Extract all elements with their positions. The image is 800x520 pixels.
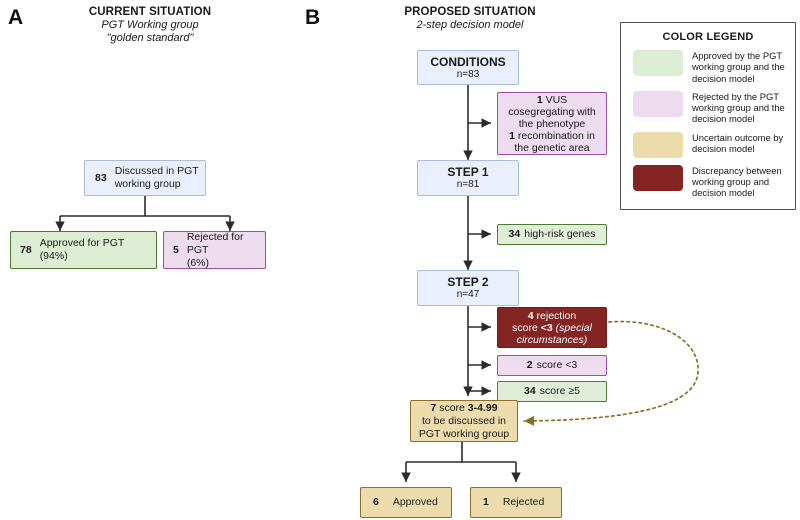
approved-pct: (94%) bbox=[39, 250, 68, 262]
panel-b-letter: B bbox=[305, 6, 321, 29]
vus-text-1: VUS bbox=[545, 93, 568, 106]
legend-swatch-darkred bbox=[633, 164, 683, 191]
box-step-2[interactable]: STEP 2 n=47 bbox=[417, 270, 519, 306]
final-rejected-label: Rejected bbox=[502, 496, 545, 508]
step2-title: STEP 2 bbox=[447, 275, 489, 289]
box-step-1[interactable]: STEP 1 n=81 bbox=[417, 160, 519, 196]
panel-b-subtitle: 2-step decision model bbox=[416, 19, 524, 31]
panel-a-subtitle-1: PGT Working group bbox=[101, 19, 199, 31]
final-approved-count: 6 bbox=[373, 496, 379, 508]
legend-text-approved: Approved by the PGT working group and th… bbox=[692, 50, 785, 84]
score-lt3-label: score <3 bbox=[536, 359, 578, 371]
legend-title: COLOR LEGEND bbox=[662, 31, 754, 43]
legend-item-rejected: Rejected by the PGT working group and th… bbox=[633, 90, 788, 125]
uncertain-line3: PGT working group bbox=[418, 427, 510, 440]
box-uncertain-to-be-discussed[interactable]: 7 score 3-4.99 to be discussed in PGT wo… bbox=[410, 400, 518, 442]
box-vus-cosegregating[interactable]: 1 VUS cosegregating with the phenotype 1… bbox=[497, 92, 607, 155]
panel-a-header: CURRENT SITUATION PGT Working group "gol… bbox=[45, 6, 255, 45]
vus-count-1: 1 bbox=[536, 93, 543, 106]
vus-text-5: the genetic area bbox=[514, 141, 590, 154]
score-ge5-label: score ≥5 bbox=[539, 385, 580, 397]
legend-text-uncertain: Uncertain outcome by decision model bbox=[692, 131, 784, 155]
vus-count-2: 1 bbox=[509, 129, 515, 142]
legend-swatch-pink bbox=[633, 90, 683, 117]
panel-a-letter: A bbox=[8, 6, 24, 29]
box-final-approved[interactable]: 6 Approved bbox=[360, 487, 452, 518]
color-legend: COLOR LEGEND Approved by the PGT working… bbox=[620, 22, 796, 210]
score-ge5-count: 34 bbox=[524, 385, 536, 397]
approved-count: 78 bbox=[20, 243, 32, 256]
box-approved-for-pgt[interactable]: 78 Approved for PGT (94%) bbox=[10, 231, 157, 269]
legend-text-discrepancy: Discrepancy between working group and de… bbox=[692, 164, 782, 199]
step2-n: n=47 bbox=[456, 289, 480, 300]
rejected-pct: (6%) bbox=[186, 256, 210, 269]
uncertain-score-prefix: score bbox=[439, 401, 465, 414]
high-risk-count: 34 bbox=[508, 228, 521, 240]
rejection-note-close: circumstances) bbox=[516, 333, 588, 346]
legend-item-discrepancy: Discrepancy between working group and de… bbox=[633, 164, 788, 199]
step1-n: n=81 bbox=[456, 179, 480, 190]
box-high-risk-genes[interactable]: 34 high-risk genes bbox=[497, 224, 607, 245]
uncertain-count: 7 bbox=[430, 401, 437, 414]
discussed-label-2: working group bbox=[114, 178, 181, 190]
box-final-rejected[interactable]: 1 Rejected bbox=[470, 487, 562, 518]
approved-label: Approved for PGT bbox=[39, 237, 125, 249]
rejection-score-prefix: score bbox=[512, 321, 538, 334]
box-discussed-in-pgt[interactable]: 83 Discussed in PGT working group bbox=[84, 160, 206, 196]
final-rejected-count: 1 bbox=[483, 496, 489, 508]
rejected-count: 5 bbox=[173, 243, 179, 256]
final-approved-label: Approved bbox=[392, 496, 438, 508]
rejection-line1: rejection bbox=[536, 309, 577, 322]
conditions-n: n=83 bbox=[456, 68, 480, 80]
box-score-ge-5[interactable]: 34 score ≥5 bbox=[497, 381, 607, 402]
legend-item-approved: Approved by the PGT working group and th… bbox=[633, 50, 788, 84]
step1-title: STEP 1 bbox=[447, 165, 489, 179]
vus-text-3: the phenotype bbox=[518, 117, 586, 130]
panel-a-title: CURRENT SITUATION bbox=[88, 6, 212, 18]
vus-text-4: recombination in bbox=[517, 129, 595, 142]
panel-b-header: PROPOSED SITUATION 2-step decision model bbox=[355, 6, 585, 32]
legend-swatch-green bbox=[633, 50, 683, 76]
box-conditions[interactable]: CONDITIONS n=83 bbox=[417, 50, 519, 85]
rejection-count: 4 bbox=[527, 309, 534, 322]
legend-swatch-tan bbox=[633, 131, 683, 158]
box-rejected-for-pgt[interactable]: 5 Rejected for PGT (6%) bbox=[163, 231, 266, 269]
vus-text-2: cosegregating with bbox=[508, 105, 596, 118]
legend-text-rejected: Rejected by the PGT working group and th… bbox=[692, 90, 785, 125]
uncertain-score-range: 3-4.99 bbox=[467, 401, 498, 414]
rejection-score-value: <3 bbox=[540, 321, 553, 334]
high-risk-label: high-risk genes bbox=[524, 228, 596, 240]
panel-a-subtitle-2: "golden standard" bbox=[106, 32, 194, 44]
uncertain-line2: to be discussed in bbox=[421, 414, 507, 427]
score-lt3-count: 2 bbox=[526, 359, 533, 371]
rejected-label: Rejected for PGT bbox=[186, 230, 244, 256]
panel-b-title: PROPOSED SITUATION bbox=[404, 6, 536, 18]
legend-item-uncertain: Uncertain outcome by decision model bbox=[633, 131, 788, 158]
conditions-title: CONDITIONS bbox=[430, 54, 506, 69]
discussed-label-1: Discussed in PGT bbox=[114, 165, 199, 177]
discussed-count: 83 bbox=[95, 171, 107, 184]
box-score-lt-3[interactable]: 2 score <3 bbox=[497, 355, 607, 376]
rejection-note-open: (special bbox=[555, 321, 592, 334]
box-rejection-special-circumstances[interactable]: 4 rejection score <3 (special circumstan… bbox=[497, 307, 607, 348]
